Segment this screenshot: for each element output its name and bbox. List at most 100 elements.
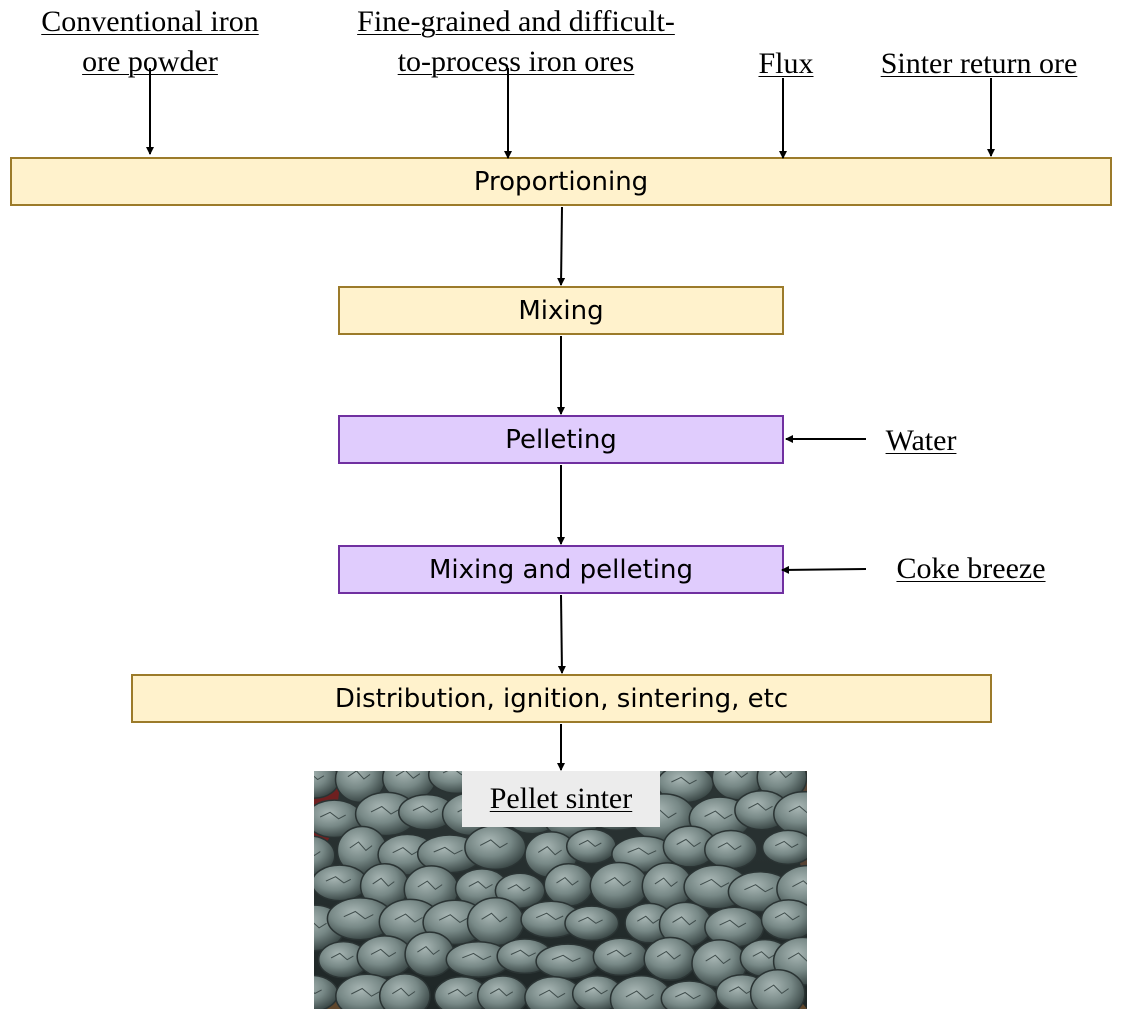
pellet: [356, 935, 414, 978]
pellet-crack: [654, 877, 678, 887]
pellet-crack: [792, 880, 807, 888]
pellet-crack: [556, 876, 579, 886]
pellet: [592, 937, 649, 977]
arrow-proportioning-to-mixing: [557, 206, 566, 286]
pellet-crack: [468, 880, 493, 889]
input-water: Water: [885, 424, 957, 457]
input-fine-line1: Fine-grained and difficult-: [357, 5, 675, 38]
input-sinter-return-ore: Sinter return ore: [880, 47, 1078, 80]
pellet-crack: [625, 990, 654, 1000]
step-pelleting: Pelleting: [338, 415, 784, 464]
pellet: [314, 864, 369, 902]
pellet-crack: [536, 912, 564, 921]
arrow-mixing-pelleting-to-distribution: [557, 594, 566, 674]
pellet-crack: [551, 954, 581, 962]
pellet: [466, 897, 525, 947]
pellet-crack: [314, 989, 322, 995]
pellet-crack: [763, 984, 789, 995]
pellet-crack: [604, 876, 631, 887]
pellet-crack: [719, 919, 747, 928]
input-flux: Flux: [758, 47, 814, 80]
arrow-coke-breeze-to-mixing-pelleting: [781, 565, 867, 574]
pellet-crack: [704, 810, 733, 820]
pellet-crack: [717, 842, 742, 851]
pellet-crack: [510, 949, 536, 957]
step-proportioning: Proportioning: [10, 157, 1112, 206]
pellet-crack: [412, 805, 439, 813]
pellet-crack: [752, 951, 776, 959]
pellet-crack: [578, 916, 603, 924]
pellet-crack: [606, 949, 632, 958]
pellet-crack: [392, 847, 420, 856]
pellet-crack: [314, 922, 327, 929]
pellet: [643, 936, 698, 982]
pellet-crack: [479, 839, 508, 849]
step-mixing-and-pelleting: Mixing and pelleting: [338, 545, 784, 594]
pellet-crack: [395, 771, 421, 779]
input-coke-breeze: Coke breeze: [896, 552, 1046, 585]
pellet-crack: [372, 877, 395, 887]
pellet: [543, 863, 594, 907]
pellet: [761, 829, 807, 866]
pellet-crack: [347, 771, 371, 780]
pellet-crack: [349, 841, 373, 852]
pellet-crack: [433, 846, 463, 855]
pellet: [760, 899, 807, 941]
pellet-crack: [676, 838, 701, 848]
step-distribution-ignition-sintering: Distribution, ignition, sintering, etc: [131, 674, 992, 723]
pellet: [565, 828, 617, 865]
pellet-crack: [447, 988, 473, 997]
pellet-crack: [705, 954, 731, 965]
pellet-crack: [314, 775, 325, 781]
pellet-crack: [537, 846, 562, 856]
pellet-crack: [462, 952, 492, 961]
pellet-crack: [699, 878, 730, 888]
pellet-crack: [314, 851, 321, 857]
pellet-crack: [769, 771, 793, 779]
pellet-crack: [394, 913, 423, 923]
pellet-crack: [330, 952, 354, 961]
input-conventional-iron-ore-powder: Conventional iron ore powder: [22, 2, 278, 82]
pellet-crack: [417, 945, 440, 956]
pellet: [314, 835, 336, 876]
pellet: [589, 861, 649, 910]
pellet: [404, 931, 455, 978]
pellet-crack: [538, 989, 566, 999]
pellet-crack: [748, 802, 773, 811]
pellet-sinter-caption: Pellet sinter: [462, 771, 660, 827]
pellet-crack: [672, 916, 697, 926]
pellet-crack: [319, 811, 346, 820]
pellet-crack: [729, 986, 754, 995]
pellet-crack: [343, 910, 374, 920]
pellet-crack: [507, 884, 531, 892]
pellet-crack: [788, 805, 807, 814]
pellet-crack: [787, 952, 807, 962]
pellet-crack: [637, 915, 660, 924]
pellet: [535, 943, 601, 980]
pellet-crack: [417, 880, 443, 890]
pellet-crack: [370, 805, 399, 815]
pellet-crack: [671, 776, 697, 785]
step-mixing: Mixing: [338, 286, 784, 335]
input-fine-line2: to-process iron ores: [397, 45, 635, 78]
input-fine-grained-ores: Fine-grained and difficult- to-process i…: [330, 2, 702, 82]
pellet-crack: [584, 986, 608, 995]
input-conventional-line1: Conventional iron: [41, 5, 259, 38]
pellet-crack: [774, 912, 800, 921]
pellet-crack: [744, 884, 774, 893]
pellet: [464, 824, 527, 871]
pellet-crack: [370, 948, 397, 958]
pellet-crack: [392, 987, 416, 997]
pellet: [564, 905, 620, 942]
pellet-crack: [481, 912, 508, 923]
pellet-crack: [675, 991, 701, 1000]
pellet-crack: [775, 840, 799, 848]
pellet-crack: [627, 847, 657, 855]
pellet-crack: [438, 914, 469, 923]
pellet-crack: [724, 771, 749, 778]
pellet-crack: [578, 839, 602, 847]
pellet-crack: [656, 950, 681, 960]
pellet-crack: [325, 876, 352, 884]
pellet: [704, 829, 758, 870]
